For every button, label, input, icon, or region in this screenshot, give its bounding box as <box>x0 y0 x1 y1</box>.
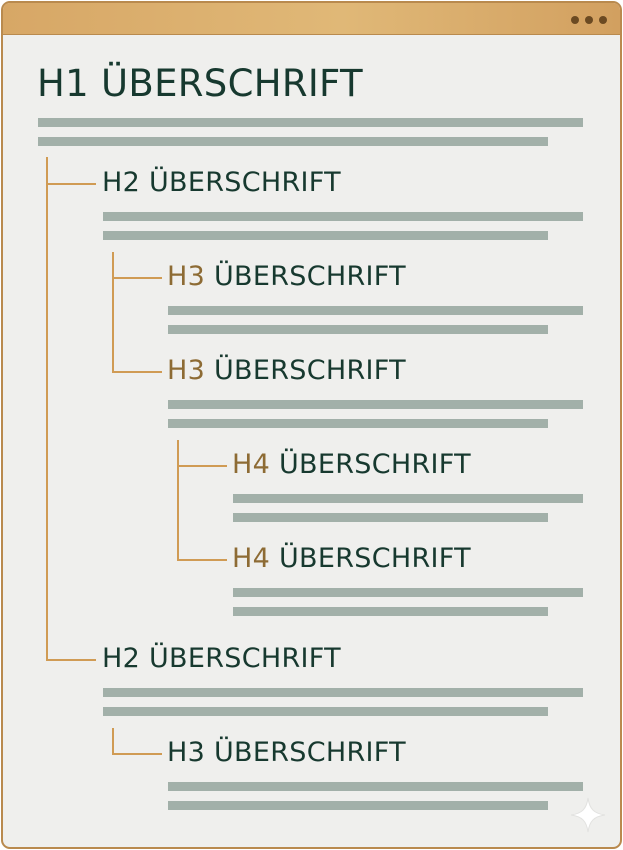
title-bar <box>3 3 620 35</box>
heading-h3: H3 ÜBERSCHRIFT <box>167 737 406 768</box>
heading-level-label: H2 <box>102 167 141 198</box>
text-placeholder-line <box>168 419 548 428</box>
text-placeholder-line <box>103 212 583 221</box>
heading-level-label: H4 <box>232 543 271 574</box>
text-placeholder-line <box>168 306 583 315</box>
tree-connector <box>177 440 179 561</box>
tree-connector <box>46 157 48 661</box>
text-placeholder-line <box>103 231 548 240</box>
heading-text: ÜBERSCHRIFT <box>213 261 406 292</box>
heading-h3: H3 ÜBERSCHRIFT <box>167 355 406 386</box>
text-placeholder-line <box>168 782 583 791</box>
heading-level-label: H1 <box>37 62 89 105</box>
text-placeholder-line <box>103 707 548 716</box>
window-dot-icon[interactable] <box>599 16 607 24</box>
heading-text: ÜBERSCHRIFT <box>148 167 341 198</box>
tree-connector <box>177 559 227 561</box>
tree-connector <box>112 728 114 755</box>
tree-connector <box>112 252 114 373</box>
heading-text: ÜBERSCHRIFT <box>148 643 341 674</box>
text-placeholder-line <box>168 400 583 409</box>
tree-connector <box>177 465 227 467</box>
text-placeholder-line <box>168 325 548 334</box>
heading-h4: H4 ÜBERSCHRIFT <box>232 543 471 574</box>
window-dot-icon[interactable] <box>571 16 579 24</box>
heading-text: ÜBERSCHRIFT <box>278 449 471 480</box>
heading-level-label: H3 <box>167 737 206 768</box>
heading-h2: H2 ÜBERSCHRIFT <box>102 167 341 198</box>
text-placeholder-line <box>38 137 548 146</box>
window-dot-icon[interactable] <box>585 16 593 24</box>
tree-connector <box>112 753 162 755</box>
text-placeholder-line <box>233 607 548 616</box>
heading-text: ÜBERSCHRIFT <box>213 355 406 386</box>
tree-connector <box>46 183 96 185</box>
heading-h1: H1 ÜBERSCHRIFT <box>37 62 363 105</box>
heading-h3: H3 ÜBERSCHRIFT <box>167 261 406 292</box>
heading-text: ÜBERSCHRIFT <box>101 62 363 105</box>
heading-text: ÜBERSCHRIFT <box>213 737 406 768</box>
tree-connector <box>112 371 162 373</box>
text-placeholder-line <box>168 801 548 810</box>
heading-h2: H2 ÜBERSCHRIFT <box>102 643 341 674</box>
text-placeholder-line <box>103 688 583 697</box>
heading-level-label: H3 <box>167 355 206 386</box>
sparkle-icon <box>570 797 606 833</box>
heading-level-label: H2 <box>102 643 141 674</box>
tree-connector <box>112 277 162 279</box>
heading-level-label: H3 <box>167 261 206 292</box>
text-placeholder-line <box>233 494 583 503</box>
text-placeholder-line <box>38 118 583 127</box>
tree-connector <box>46 659 96 661</box>
text-placeholder-line <box>233 513 548 522</box>
heading-text: ÜBERSCHRIFT <box>278 543 471 574</box>
heading-h4: H4 ÜBERSCHRIFT <box>232 449 471 480</box>
heading-level-label: H4 <box>232 449 271 480</box>
text-placeholder-line <box>233 588 583 597</box>
